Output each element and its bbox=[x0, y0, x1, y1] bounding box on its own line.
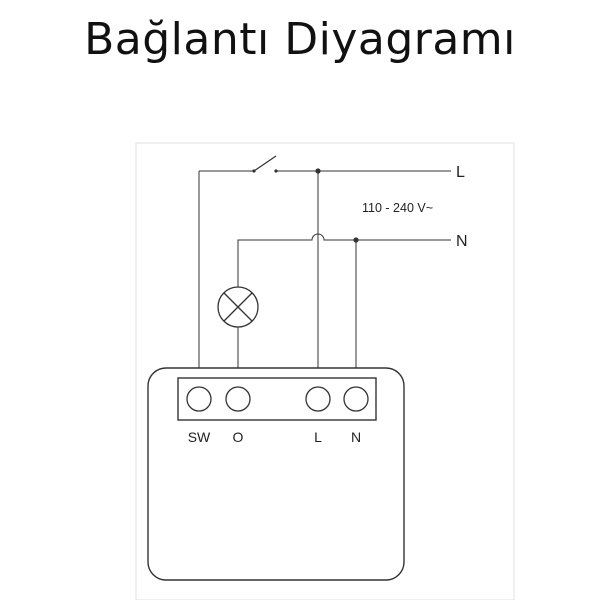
lamp-symbol bbox=[217, 286, 259, 328]
terminal-label-o: O bbox=[233, 429, 244, 445]
neutral-label: N bbox=[456, 233, 468, 250]
terminal-sw bbox=[186, 386, 212, 412]
lamp-wire bbox=[237, 233, 356, 368]
terminal-label-sw: SW bbox=[188, 429, 211, 445]
module-body bbox=[147, 367, 405, 581]
terminal-label-n: N bbox=[351, 429, 361, 445]
terminal-o bbox=[225, 386, 251, 412]
diagram-frame bbox=[135, 142, 515, 600]
switch-symbol bbox=[199, 155, 278, 173]
voltage-label: 110 - 240 V~ bbox=[362, 201, 433, 215]
terminal-label-l: L bbox=[314, 429, 322, 445]
terminal-l bbox=[305, 386, 331, 412]
page-title: Bağlantı Diyagramı bbox=[84, 14, 516, 65]
live-label: L bbox=[456, 164, 465, 181]
terminal-n bbox=[343, 386, 369, 412]
